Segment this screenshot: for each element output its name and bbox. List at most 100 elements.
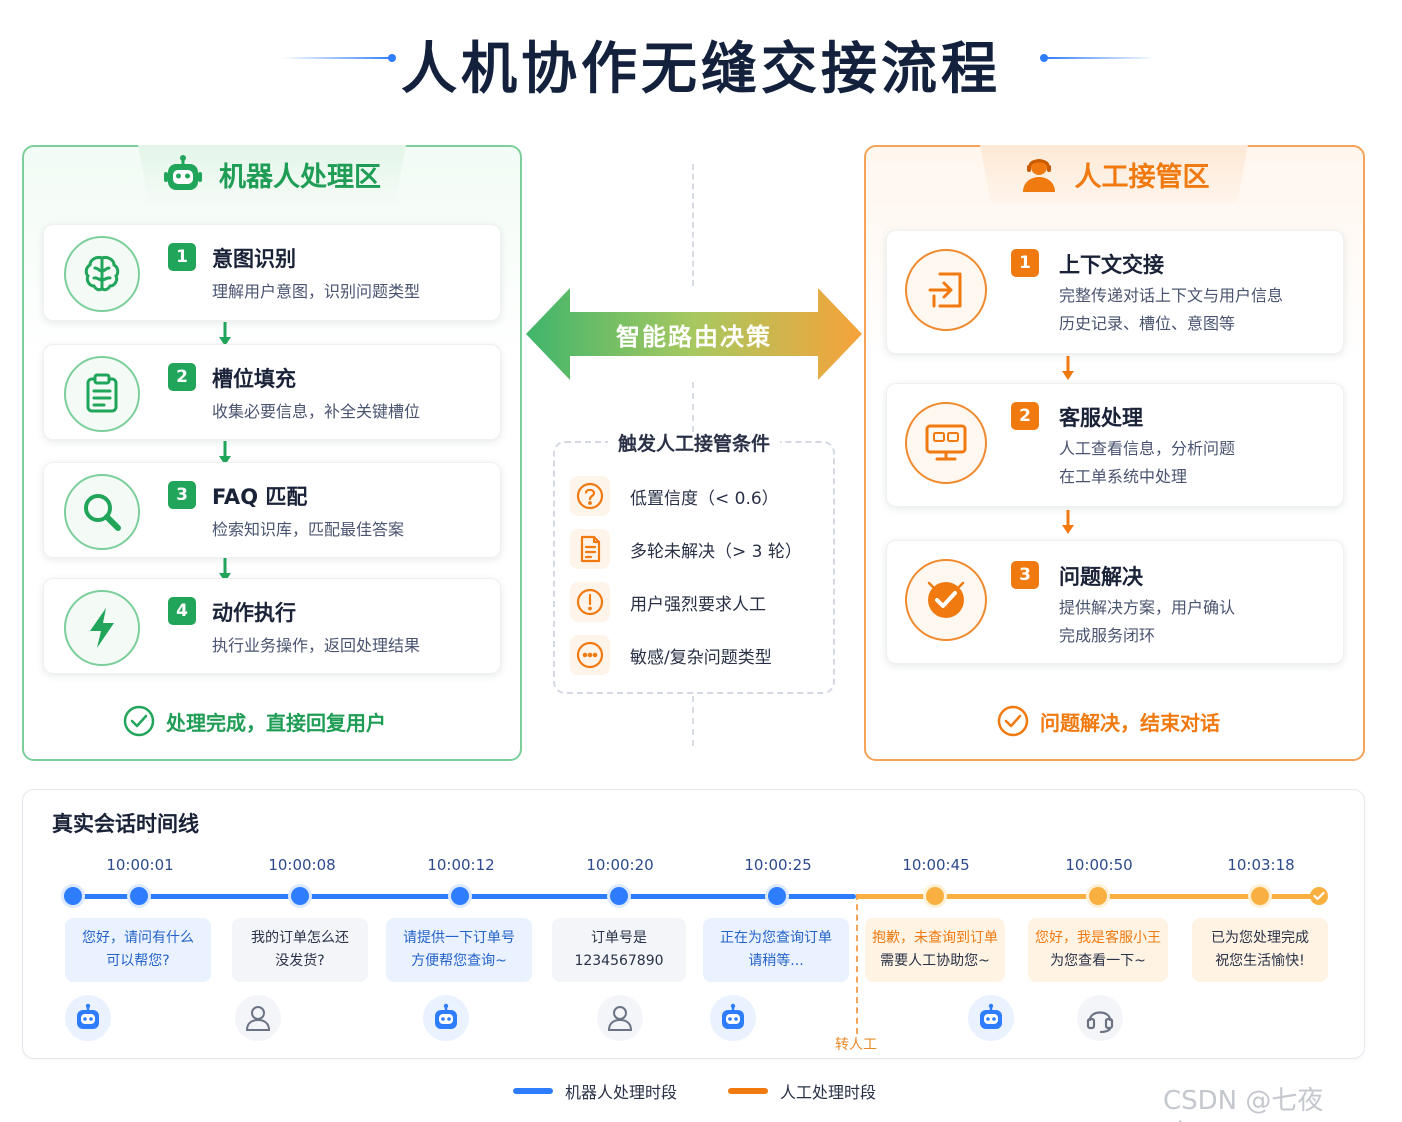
document-icon (570, 529, 610, 569)
condition-text: 敏感/复杂问题类型 (630, 647, 772, 668)
legend-swatch-orange (728, 1088, 768, 1094)
timeline-dot (610, 887, 628, 905)
agent-icon (1022, 159, 1055, 192)
condition-text: 用户强烈要求人工 (630, 594, 766, 615)
condition-item-1: 低置信度（< 0.6） (570, 476, 779, 516)
flow-arrow-down-icon (1062, 356, 1074, 380)
handoff-conditions-title: 触发人工接管条件 (553, 429, 835, 456)
human-step-card-2: 2 客服处理 人工查看信息，分析问题 在工单系统中处理 (886, 383, 1344, 507)
step-description: 执行业务操作，返回处理结果 (212, 636, 421, 655)
legend-human: 人工处理时段 (728, 1079, 876, 1103)
step-title: 客服处理 (1059, 406, 1143, 430)
step-number-badge: 1 (1011, 249, 1039, 277)
bidirectional-routing-arrow (526, 288, 862, 380)
robot-step-card-4: 4 动作执行 执行业务操作，返回处理结果 (43, 578, 501, 674)
check-badge-icon (905, 559, 987, 641)
condition-text: 低置信度（< 0.6） (630, 488, 779, 509)
step-description-line-2: 历史记录、槽位、意图等 (1059, 314, 1236, 333)
step-number-badge: 2 (168, 363, 196, 391)
robot-zone-footer-text: 处理完成，直接回复用户 (166, 710, 386, 735)
timeline-dot (1089, 887, 1107, 905)
legend-label: 机器人处理时段 (565, 1083, 678, 1102)
robot-avatar-icon (710, 995, 756, 1041)
legend-robot: 机器人处理时段 (513, 1079, 677, 1103)
timeline-time: 10:00:50 (1065, 856, 1133, 874)
timeline-time: 10:00:08 (268, 856, 336, 874)
human-zone-label: 人工接管区 (1074, 161, 1210, 193)
watermark: CSDN @七夜zippoe (1163, 1086, 1324, 1122)
search-icon (64, 474, 140, 550)
timeline-end-check-icon (1310, 887, 1328, 905)
title-decor-line-left (282, 57, 394, 59)
handoff-label: 转人工 (835, 1037, 877, 1053)
headset-agent-icon (1077, 995, 1123, 1041)
human-zone-footer-text: 问题解决，结束对话 (1040, 710, 1220, 735)
timeline-dot (130, 887, 148, 905)
condition-item-3: 用户强烈要求人工 (570, 582, 766, 622)
flow-arrow-down-icon (219, 322, 231, 346)
step-description: 理解用户意图，识别问题类型 (212, 282, 421, 301)
step-description-line-1: 提供解决方案，用户确认 (1059, 598, 1236, 617)
question-icon (570, 476, 610, 516)
step-title: 动作执行 (212, 601, 296, 625)
timeline-dot (768, 887, 786, 905)
robot-step-card-2: 2 槽位填充 收集必要信息，补全关键槽位 (43, 344, 501, 440)
timeline-dot (291, 887, 309, 905)
timeline-time: 10:00:20 (586, 856, 654, 874)
handoff-divider (856, 894, 858, 1034)
step-title: 槽位填充 (212, 367, 296, 391)
flow-arrow-down-icon (219, 558, 231, 582)
center-divider-mid (692, 382, 694, 432)
timeline-start-dot (64, 887, 82, 905)
ellipsis-icon (570, 635, 610, 675)
condition-item-2: 多轮未解决（> 3 轮） (570, 529, 802, 569)
robot-zone-header: 机器人处理区 (138, 145, 406, 203)
flow-arrow-down-icon (1062, 510, 1074, 534)
timeline-message-bubble: 抱歉，未查询到订单需要人工协助您~ (865, 918, 1005, 982)
step-title: 意图识别 (212, 247, 296, 271)
check-circle-icon (997, 705, 1029, 737)
robot-zone-footer: 处理完成，直接回复用户 (122, 704, 386, 738)
condition-item-4: 敏感/复杂问题类型 (570, 635, 772, 675)
step-description-line-2: 在工单系统中处理 (1059, 467, 1188, 486)
step-description: 检索知识库，匹配最佳答案 (212, 520, 405, 539)
human-zone-header: 人工接管区 (980, 145, 1248, 203)
step-description-line-1: 完整传递对话上下文与用户信息 (1059, 286, 1284, 305)
step-title: FAQ 匹配 (212, 485, 308, 509)
human-zone-footer: 问题解决，结束对话 (996, 704, 1220, 738)
user-avatar-icon (235, 995, 281, 1041)
routing-decision-label: 智能路由决策 (616, 322, 772, 351)
step-number-badge: 3 (168, 481, 196, 509)
timeline-message-bubble: 您好，我是客服小王为您查看一下~ (1028, 918, 1168, 982)
center-divider-top (692, 164, 694, 286)
step-number-badge: 1 (168, 243, 196, 271)
step-description-line-2: 完成服务闭环 (1059, 626, 1156, 645)
step-number-badge: 4 (168, 597, 196, 625)
human-step-card-1: 1 上下文交接 完整传递对话上下文与用户信息 历史记录、槽位、意图等 (886, 230, 1344, 354)
center-divider-bottom (692, 696, 694, 746)
step-title: 上下文交接 (1059, 253, 1164, 277)
check-circle-icon (123, 705, 155, 737)
user-avatar-icon (597, 995, 643, 1041)
lightning-icon (64, 590, 140, 666)
timeline-message-bubble: 正在为您查询订单请稍等... (703, 918, 849, 982)
timeline-time: 10:00:45 (902, 856, 970, 874)
flow-arrow-down-icon (219, 441, 231, 465)
timeline-message-bubble: 您好，请问有什么可以帮您? (65, 918, 211, 982)
human-step-card-3: 3 问题解决 提供解决方案，用户确认 完成服务闭环 (886, 540, 1344, 664)
robot-step-card-1: 1 意图识别 理解用户意图，识别问题类型 (43, 224, 501, 321)
robot-step-card-3: 3 FAQ 匹配 检索知识库，匹配最佳答案 (43, 462, 501, 558)
timeline-message-bubble: 请提供一下订单号方便帮您查询~ (386, 918, 532, 982)
condition-text: 多轮未解决（> 3 轮） (630, 541, 802, 562)
timeline-dot (1251, 887, 1269, 905)
brain-icon (64, 236, 140, 312)
title-decor-line-right (1044, 57, 1156, 59)
step-description-line-1: 人工查看信息，分析问题 (1059, 439, 1236, 458)
step-title: 问题解决 (1059, 565, 1143, 589)
robot-avatar-icon (968, 995, 1014, 1041)
robot-avatar-icon (65, 995, 111, 1041)
robot-zone-label: 机器人处理区 (219, 161, 381, 193)
timeline-dot (451, 887, 469, 905)
handover-icon (905, 249, 987, 331)
